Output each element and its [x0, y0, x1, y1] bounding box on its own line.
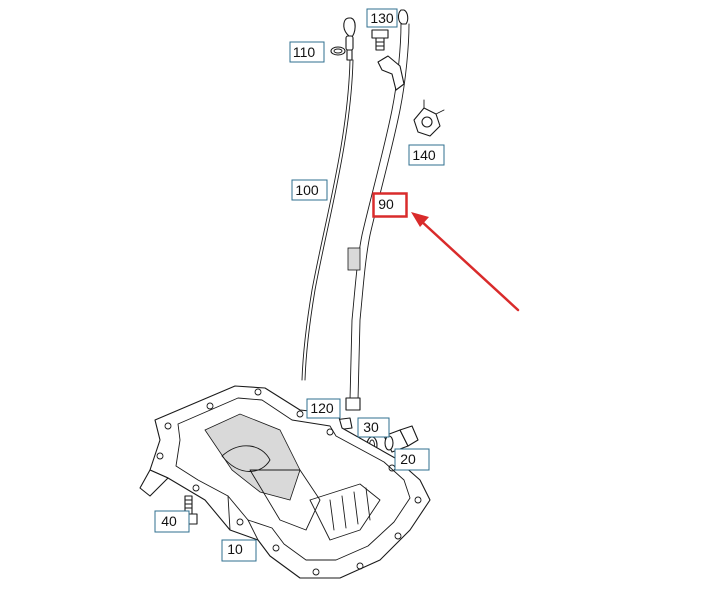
callout-140[interactable]: 140 [408, 144, 445, 166]
callout-label: 90 [378, 196, 394, 212]
callout-label: 40 [161, 513, 177, 529]
callout-120[interactable]: 120 [306, 398, 341, 419]
callout-40[interactable]: 40 [154, 510, 190, 533]
callout-label: 10 [227, 541, 243, 557]
arrow-head [411, 212, 429, 227]
callout-30[interactable]: 30 [357, 417, 390, 438]
callout-label: 130 [370, 10, 394, 26]
callout-label: 140 [412, 147, 436, 163]
callout-20[interactable]: 20 [394, 448, 430, 471]
callout-10[interactable]: 10 [221, 539, 257, 562]
arrow-shaft [418, 218, 520, 312]
callout-110[interactable]: 110 [289, 41, 325, 63]
callout-label: 110 [293, 44, 316, 60]
callout-label: 20 [400, 451, 416, 467]
pointer-arrow [411, 212, 520, 312]
clip-140 [413, 99, 445, 137]
callout-130[interactable]: 130 [366, 8, 398, 28]
callout-label: 100 [295, 182, 319, 198]
callout-90[interactable]: 90 [372, 192, 408, 218]
guide-tube-90 [345, 9, 410, 411]
highlight-frame [372, 192, 408, 218]
callout-100[interactable]: 100 [291, 179, 328, 201]
oil-pan-10 [139, 385, 431, 579]
callout-label: 120 [310, 400, 334, 416]
callout-label: 30 [363, 419, 379, 435]
drain-plug-20 [383, 425, 419, 453]
o-ring-110 [330, 46, 346, 56]
dipstick-100 [301, 17, 356, 381]
bolt-130 [371, 29, 389, 51]
